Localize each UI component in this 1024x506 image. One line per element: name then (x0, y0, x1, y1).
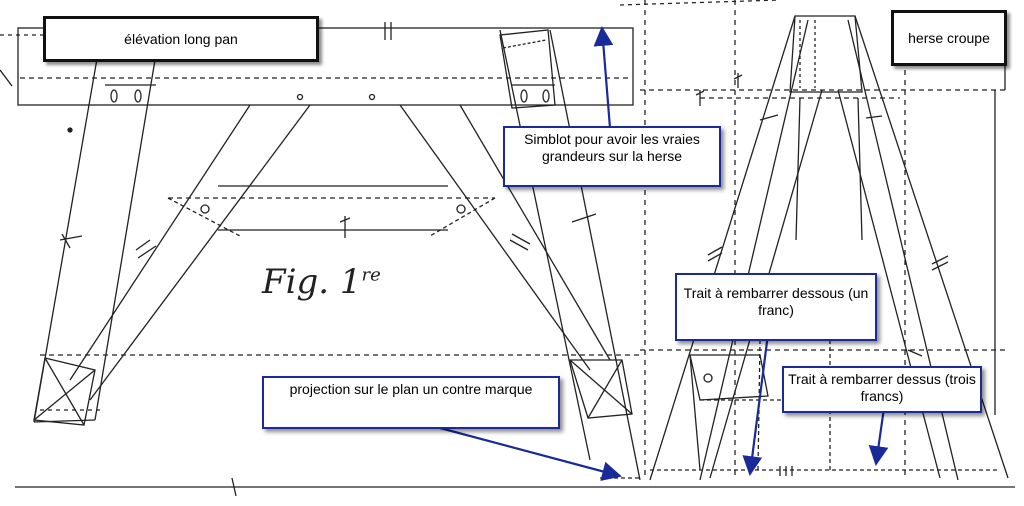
annotation-arrows (439, 26, 889, 481)
arrow-simblot (593, 26, 614, 129)
elevation-drawing (0, 22, 1015, 497)
figure-label: Fig. 1re (262, 262, 381, 302)
label-elevation-long-pan: élévation long pan (43, 16, 319, 62)
arrow-projection (439, 426, 622, 481)
label-simblot: Simblot pour avoir les vraies grandeurs … (503, 126, 721, 187)
label-trait-dessus: Trait à rembarrer dessus (trois francs) (782, 366, 982, 413)
figure-text: Fig. 1 (262, 262, 362, 302)
arrow-dessous (742, 333, 770, 476)
figure-superscript: re (361, 264, 381, 286)
label-herse-croupe: herse croupe (891, 10, 1007, 66)
label-projection: projection sur le plan un contre marque (262, 376, 560, 429)
arrow-dessus (868, 407, 889, 466)
label-trait-dessous: Trait à rembarrer dessous (un franc) (675, 273, 877, 341)
